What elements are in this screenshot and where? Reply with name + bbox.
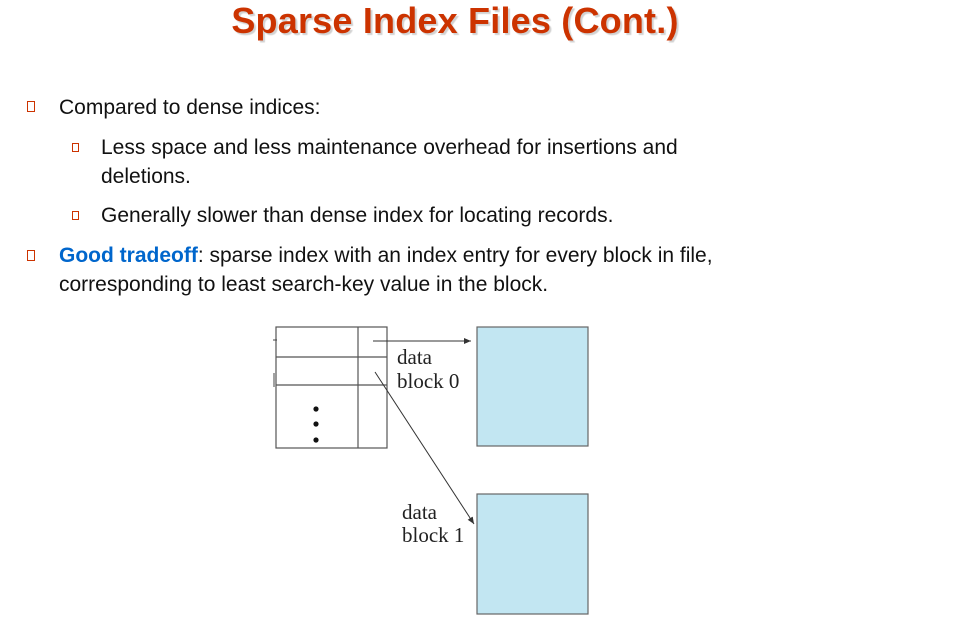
- pointer-arrow-block1: [374, 371, 475, 525]
- bullet-tradeoff-line1: Good tradeoff: sparse index with an inde…: [59, 241, 713, 270]
- index-table: [275, 326, 388, 449]
- label-block0-block: block 0: [397, 369, 459, 393]
- sub-bullet-slower: Generally slower than dense index for lo…: [101, 204, 614, 227]
- sub-bullet-marker: [72, 143, 79, 152]
- label-block1-block: block 1: [402, 523, 464, 547]
- tradeoff-highlight: Good tradeoff: [59, 244, 198, 267]
- label-block0-data: data: [397, 345, 433, 369]
- ellipsis-dots: [313, 406, 319, 443]
- bullet-compared: Compared to dense indices:: [59, 96, 321, 119]
- bullet-marker: [27, 250, 35, 261]
- slide-title: Sparse Index Files (Cont.): [231, 0, 679, 41]
- bullet-tradeoff-line2: corresponding to least search-key value …: [59, 273, 549, 296]
- sub-bullet-marker: [72, 211, 79, 220]
- sub-bullet-less-space-line2: deletions.: [101, 165, 191, 188]
- sub-bullet-less-space-line1: Less space and less maintenance overhead…: [101, 136, 678, 159]
- data-block-1: [476, 493, 589, 615]
- tradeoff-text: : sparse index with an index entry for e…: [197, 244, 713, 267]
- data-block-0: [476, 326, 589, 447]
- label-block1-data: data: [402, 500, 438, 524]
- bullet-marker: [27, 101, 35, 112]
